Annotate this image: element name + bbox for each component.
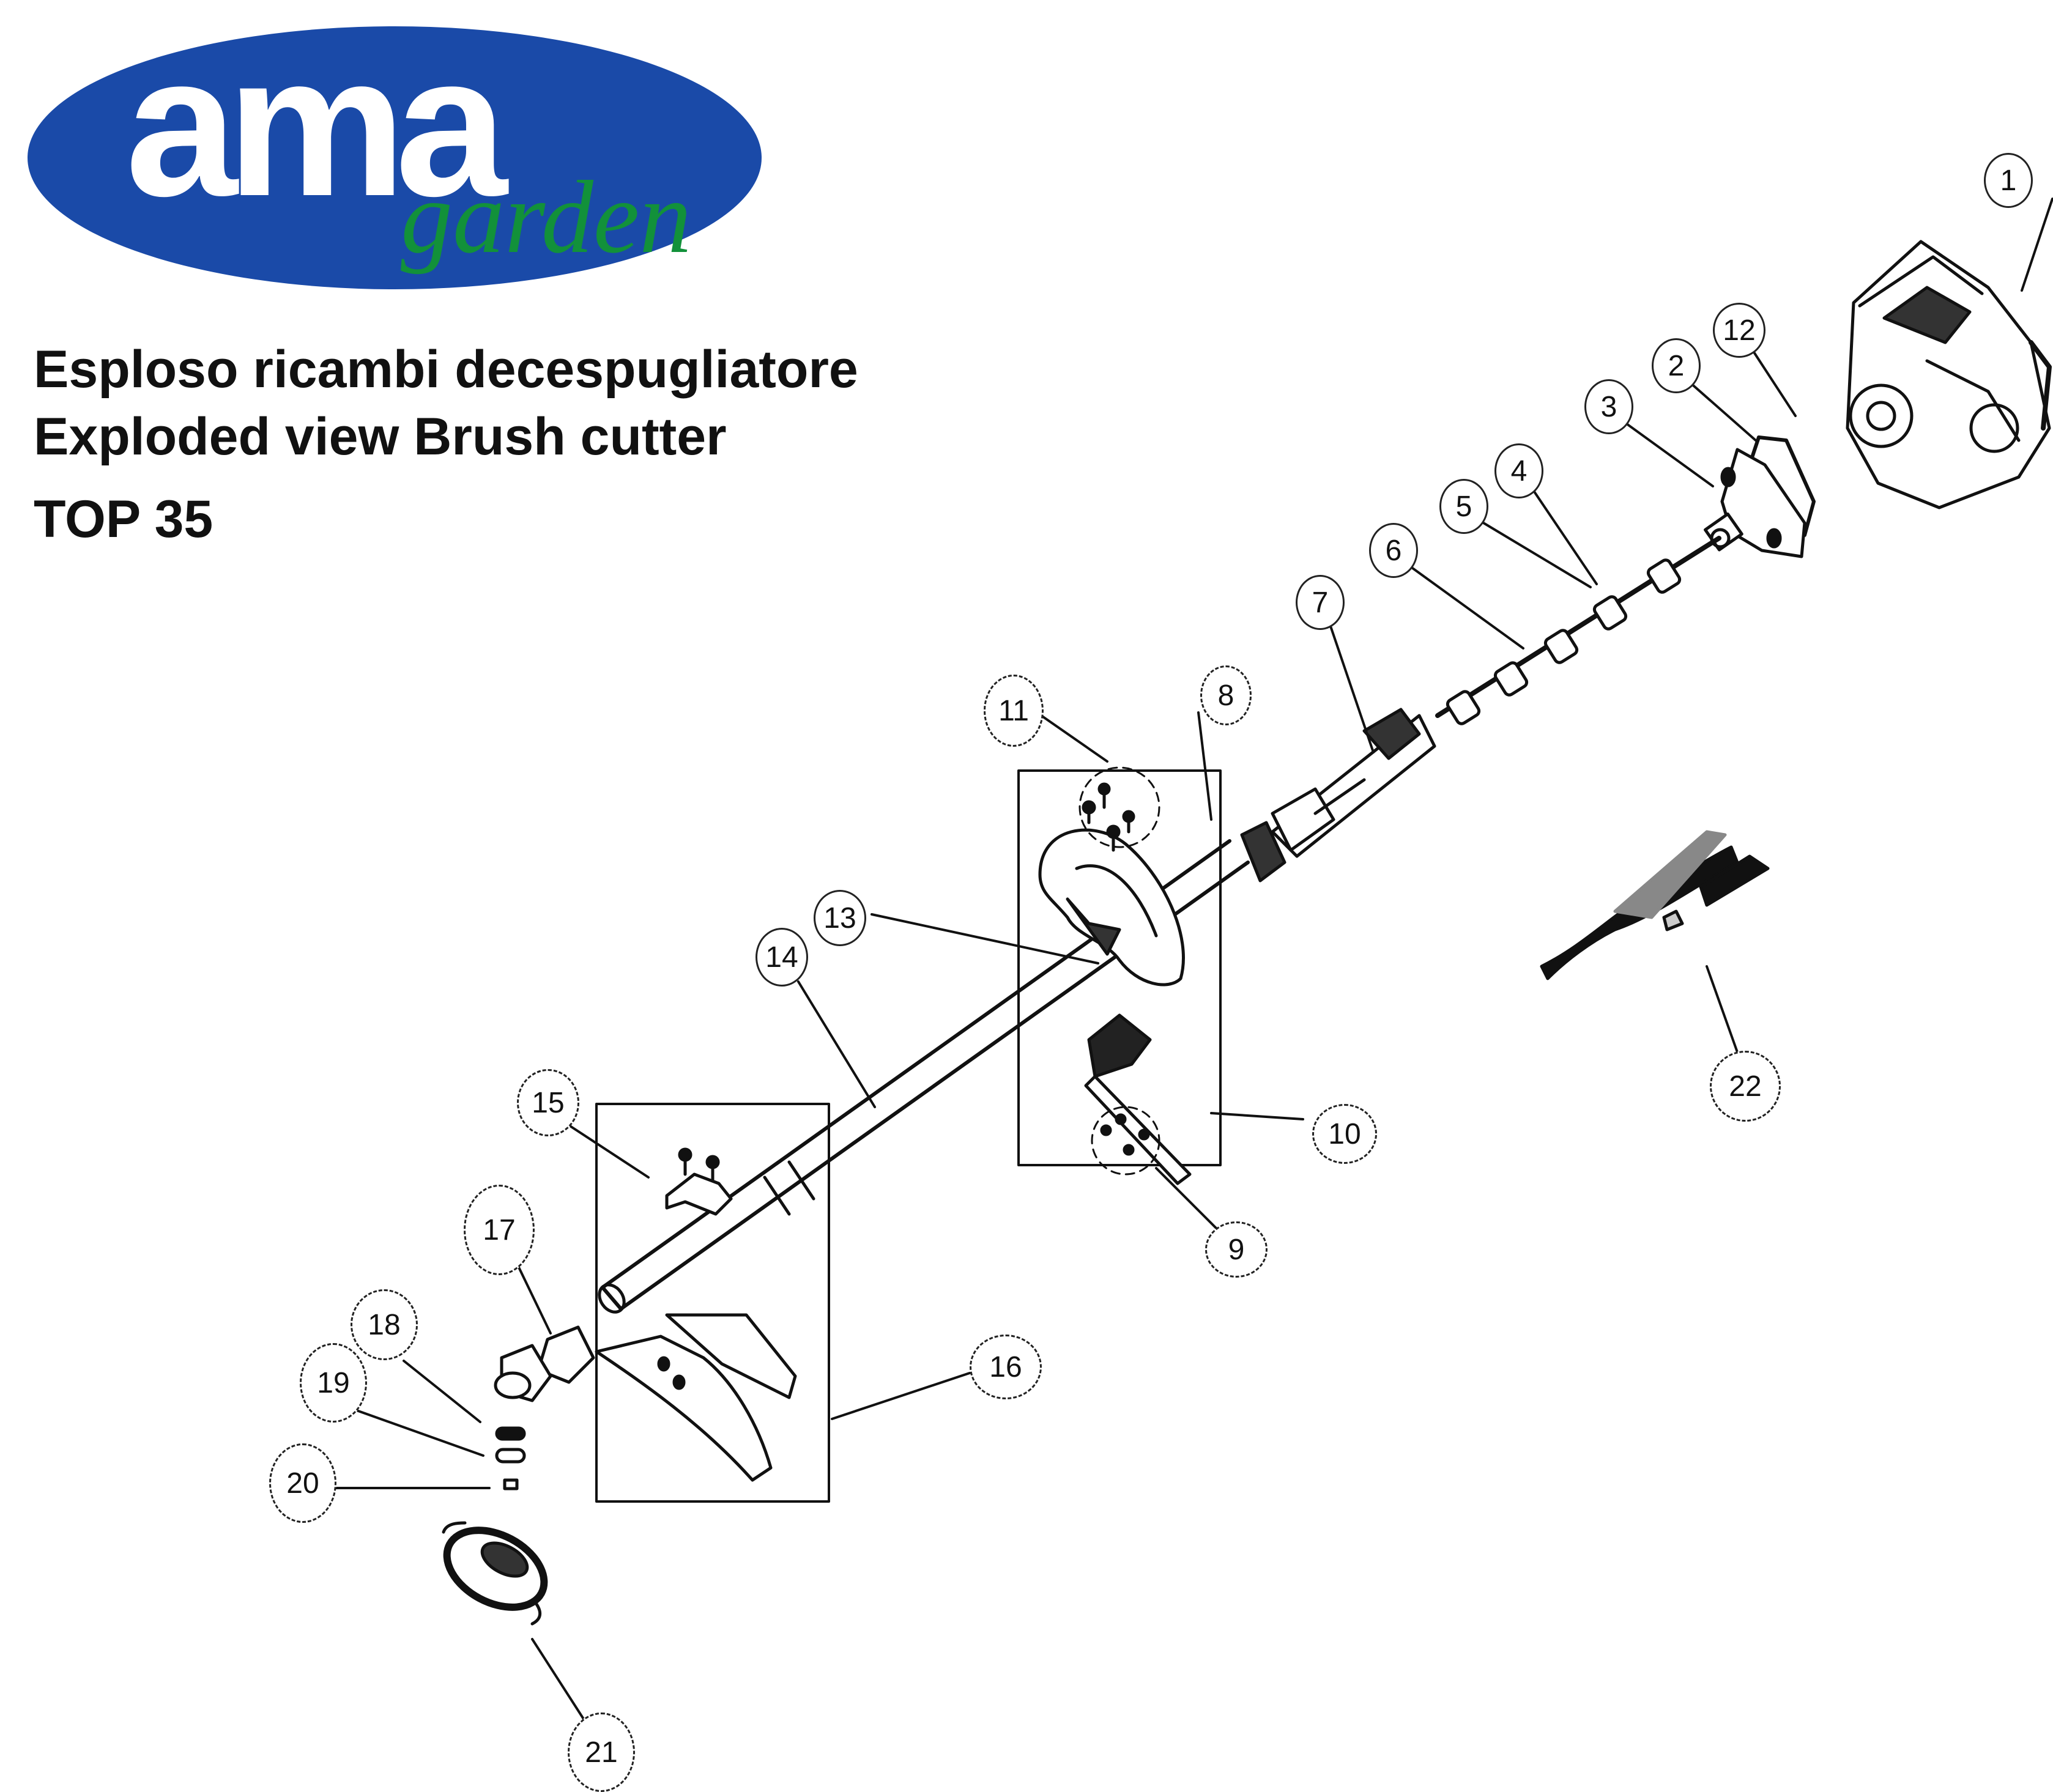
bushing-icons — [1446, 558, 1682, 725]
washer-18-icon — [495, 1426, 526, 1441]
washer-19-icon — [495, 1448, 526, 1464]
callout-3: 3 — [1584, 379, 1633, 434]
callout-8: 8 — [1200, 665, 1252, 725]
logo-brand-text: ama — [125, 12, 507, 238]
logo-sub-text: garden — [401, 160, 692, 275]
shaft-tube-icon — [601, 839, 1250, 1311]
loop-handle-icon — [1038, 828, 1185, 987]
callout-11: 11 — [984, 675, 1044, 747]
callout-22: 22 — [1710, 1051, 1781, 1122]
callout-15: 15 — [517, 1069, 579, 1136]
callout-7: 7 — [1296, 575, 1345, 630]
title-english: Exploded view Brush cutter — [34, 407, 727, 466]
logo: ama garden — [0, 0, 795, 318]
callout-13: 13 — [814, 890, 866, 946]
callout-16: 16 — [970, 1335, 1042, 1399]
logo-oval — [28, 26, 762, 289]
callout-4: 4 — [1494, 443, 1543, 498]
callout-1: 1 — [1984, 153, 2033, 208]
screws-9-icon — [1091, 1106, 1160, 1176]
tube-clamp-icon — [1240, 821, 1286, 883]
callout-21: 21 — [568, 1712, 635, 1792]
gear-head-icon — [494, 1325, 595, 1402]
clutch-housing-icon — [1704, 448, 1806, 558]
handle-kit-box — [1017, 769, 1222, 1166]
callout-9: 9 — [1205, 1221, 1268, 1278]
guard-kit-box — [595, 1103, 830, 1503]
model-name: TOP 35 — [34, 490, 213, 549]
callout-17: 17 — [464, 1185, 535, 1275]
throttle-handle-icon — [1271, 708, 1436, 858]
title-italian: Esploso ricambi decespugliatore — [34, 340, 858, 399]
callout-12: 12 — [1713, 303, 1765, 358]
callout-10: 10 — [1312, 1104, 1377, 1164]
callout-20: 20 — [269, 1443, 336, 1523]
engine-icon — [1846, 240, 2052, 509]
screws-11-icon — [1078, 766, 1160, 852]
callout-5: 5 — [1439, 479, 1488, 534]
grass-guard-icon — [595, 1313, 797, 1482]
nut-20-icon — [503, 1478, 519, 1490]
callout-19: 19 — [300, 1343, 367, 1423]
callout-6: 6 — [1369, 523, 1418, 578]
guard-bracket-icon — [665, 1147, 733, 1216]
handle-knob-icon — [1084, 1013, 1192, 1185]
callout-14: 14 — [755, 928, 808, 987]
leader-lines — [326, 198, 2053, 1726]
shoulder-strap-icon — [1540, 830, 1770, 980]
callout-18: 18 — [351, 1289, 418, 1360]
callout-2: 2 — [1652, 338, 1701, 393]
drive-shaft-line — [1435, 536, 1721, 718]
trimmer-head-icon — [442, 1521, 548, 1626]
